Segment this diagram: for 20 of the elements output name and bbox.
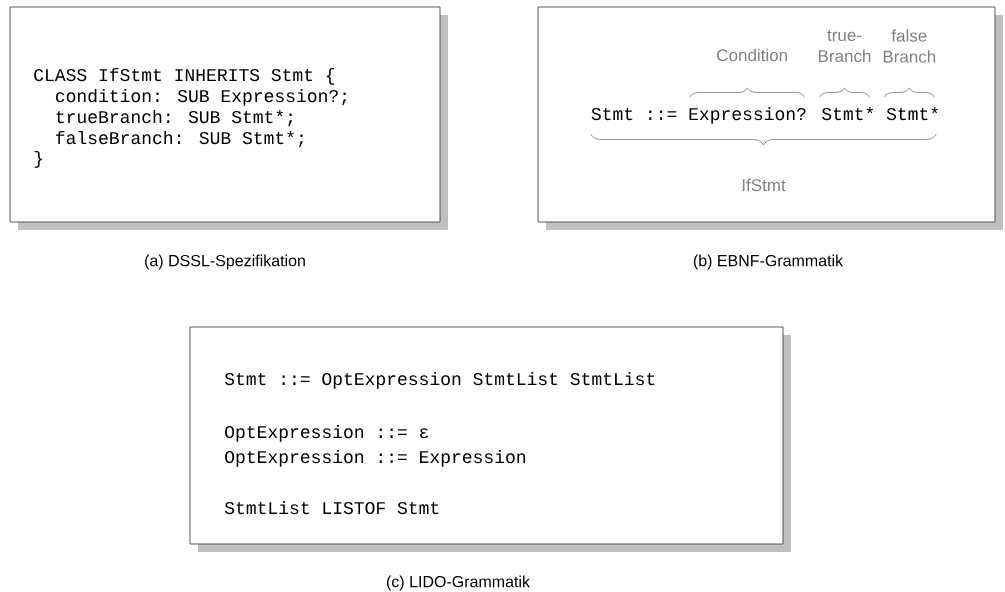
code-line: falseBranch: SUB Stmt*;: [56, 130, 303, 148]
code-panel: [189, 326, 791, 552]
brace-label: Condition: [717, 48, 787, 62]
brace-label: IfStmt: [742, 178, 786, 192]
brace-label: false Branch: [883, 29, 936, 63]
code-line: Stmt ::= OptExpression StmtList StmtList: [224, 371, 655, 389]
code-line: StmtList LISTOF Stmt: [224, 500, 439, 515]
code-panel: [537, 6, 1003, 230]
grammar-line: Stmt ::= Expression? Stmt* Stmt*: [591, 106, 938, 124]
code-line: trueBranch: SUB Stmt*;: [56, 109, 293, 127]
caption: (c) LIDO-Grammatik: [387, 575, 530, 591]
brace-label: true- Branch: [818, 29, 871, 63]
caption: (b) EBNF-Grammatik: [693, 254, 844, 270]
code-line: CLASS IfStmt INHERITS Stmt {: [34, 67, 335, 85]
caption: (a) DSSL-Spezifikation: [145, 254, 305, 270]
code-panel: [9, 6, 448, 230]
code-line: condition: SUB Expression?;: [55, 88, 347, 106]
code-line: }: [34, 150, 42, 168]
code-line: OptExpression ::= Expression: [225, 449, 525, 467]
code-line: OptExpression ::= ε: [225, 424, 429, 442]
